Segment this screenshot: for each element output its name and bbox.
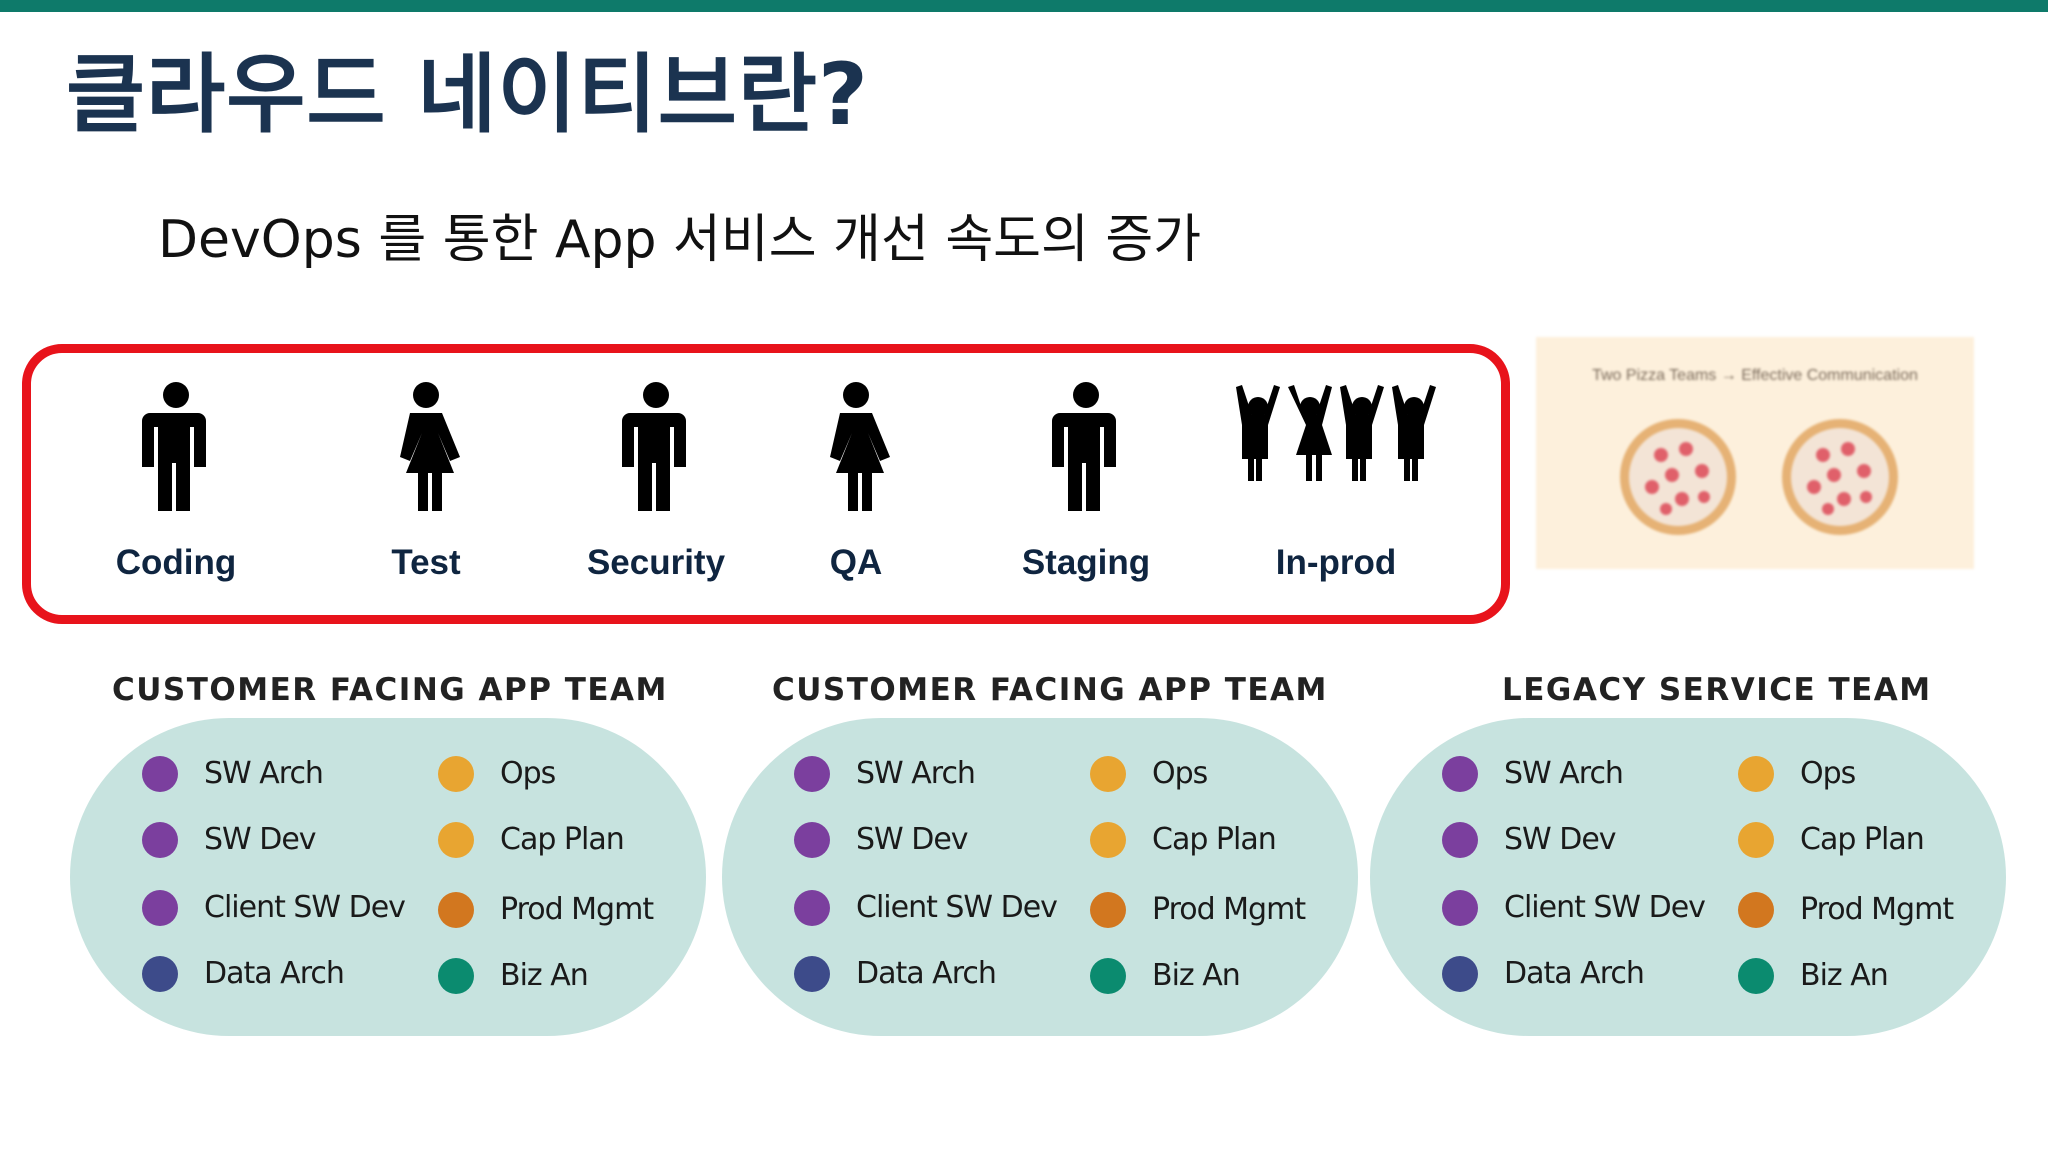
slide-title: 클라우드 네이티브란? xyxy=(66,45,869,145)
role-dot xyxy=(142,890,178,926)
role-dot xyxy=(1738,892,1774,928)
role-label: Data Arch xyxy=(1504,956,1645,991)
role-label: Client SW Dev xyxy=(204,890,406,925)
role-dot xyxy=(794,822,830,858)
role-label: Biz An xyxy=(1152,958,1241,993)
role-dot xyxy=(1442,822,1478,858)
team-group: SW Arch SW Dev Client SW Dev Data Arch O… xyxy=(70,718,706,1036)
role-label: Biz An xyxy=(500,958,589,993)
role-dot xyxy=(1442,756,1478,792)
pipeline-stage: In-prod xyxy=(1226,353,1446,615)
role-dot xyxy=(1738,822,1774,858)
role-dot xyxy=(142,822,178,858)
woman-icon xyxy=(400,382,460,511)
woman-icon xyxy=(830,382,890,511)
role-label: SW Dev xyxy=(1504,822,1617,857)
pizza-icon xyxy=(1782,419,1898,535)
stage-label: Security xyxy=(586,543,726,582)
team-group: SW Arch SW Dev Client SW Dev Data Arch O… xyxy=(1370,718,2006,1036)
role-dot xyxy=(438,822,474,858)
role-label: Biz An xyxy=(1800,958,1889,993)
team-title: CUSTOMER FACING APP TEAM xyxy=(112,672,668,708)
role-dot xyxy=(794,756,830,792)
stage-label: QA xyxy=(829,543,883,582)
role-dot xyxy=(142,756,178,792)
role-label: Ops xyxy=(500,756,556,791)
role-label: Ops xyxy=(1800,756,1856,791)
man-icon xyxy=(142,382,206,511)
stage-label: Staging xyxy=(1021,543,1151,582)
role-dot xyxy=(438,958,474,994)
role-label: Data Arch xyxy=(856,956,997,991)
stage-label: Coding xyxy=(115,543,237,582)
role-label: Cap Plan xyxy=(1800,822,1925,857)
pizza-icon xyxy=(1620,419,1736,535)
role-label: Ops xyxy=(1152,756,1208,791)
team-title: LEGACY SERVICE TEAM xyxy=(1502,672,1932,708)
role-label: Prod Mgmt xyxy=(1800,892,1954,927)
pipeline-stage: Coding xyxy=(66,353,286,615)
role-dot xyxy=(1442,890,1478,926)
pipeline-stage: Test xyxy=(316,353,536,615)
role-label: SW Arch xyxy=(1504,756,1624,791)
role-dot xyxy=(1442,956,1478,992)
role-dot xyxy=(142,956,178,992)
group-icon xyxy=(1236,385,1436,481)
team-group: SW Arch SW Dev Client SW Dev Data Arch O… xyxy=(722,718,1358,1036)
role-label: Client SW Dev xyxy=(1504,890,1706,925)
role-dot xyxy=(1090,892,1126,928)
role-dot xyxy=(1090,958,1126,994)
role-label: Cap Plan xyxy=(1152,822,1277,857)
role-dot xyxy=(1738,958,1774,994)
pipeline-stage: QA xyxy=(746,353,966,615)
man-icon xyxy=(1052,382,1116,511)
pipeline-stage: Security xyxy=(546,353,766,615)
role-dot xyxy=(794,956,830,992)
role-label: SW Arch xyxy=(204,756,324,791)
man-icon xyxy=(622,382,686,511)
pizza-caption: Two Pizza Teams → Effective Communicatio… xyxy=(1592,367,1918,384)
role-label: Prod Mgmt xyxy=(1152,892,1306,927)
pipeline-stage: Staging xyxy=(976,353,1196,615)
role-label: Data Arch xyxy=(204,956,345,991)
team-title: CUSTOMER FACING APP TEAM xyxy=(772,672,1328,708)
role-dot xyxy=(794,890,830,926)
top-accent-bar xyxy=(0,0,2048,12)
devops-pipeline: Coding Test Security QA xyxy=(22,344,1510,624)
role-label: Cap Plan xyxy=(500,822,625,857)
two-pizza-teams-image: Two Pizza Teams → Effective Communicatio… xyxy=(1536,337,1974,569)
role-dot xyxy=(1738,756,1774,792)
role-label: Client SW Dev xyxy=(856,890,1058,925)
slide-subtitle: DevOps 를 통한 App 서비스 개선 속도의 증가 xyxy=(158,210,1202,270)
role-dot xyxy=(1090,822,1126,858)
role-label: SW Arch xyxy=(856,756,976,791)
stage-label: In-prod xyxy=(1275,543,1397,582)
role-label: Prod Mgmt xyxy=(500,892,654,927)
role-label: SW Dev xyxy=(204,822,317,857)
role-dot xyxy=(438,892,474,928)
role-dot xyxy=(438,756,474,792)
stage-label: Test xyxy=(391,543,461,582)
role-dot xyxy=(1090,756,1126,792)
role-label: SW Dev xyxy=(856,822,969,857)
